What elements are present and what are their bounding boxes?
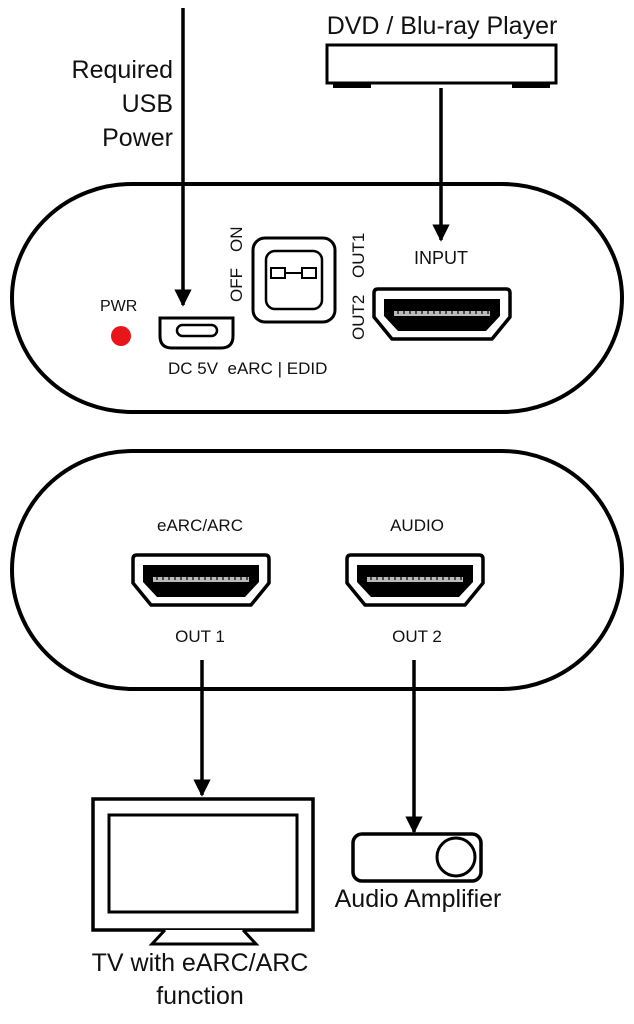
power-led [111, 326, 131, 346]
micro-usb-port [158, 316, 235, 350]
out1-top-label: eARC/ARC [157, 516, 243, 535]
svg-text:USB: USB [122, 90, 173, 118]
tv-icon [91, 797, 315, 946]
hdmi-out1-port [131, 553, 271, 607]
hdmi-out2-port [345, 553, 485, 607]
pwr-label: PWR [100, 298, 137, 315]
dvd-player-icon [325, 43, 558, 88]
switch-out1-label: OUT1 [349, 233, 368, 278]
svg-text:TV with eARC/ARC: TV with eARC/ARC [92, 949, 309, 977]
out2-bottom-label: OUT 2 [392, 627, 442, 646]
earc-edid-switch[interactable] [251, 236, 337, 324]
amplifier-label: Audio Amplifier [335, 885, 502, 913]
out2-top-label: AUDIO [390, 516, 444, 535]
hdmi-input-port [372, 287, 512, 341]
panel-bottom-label: DC 5V eARC | EDID [168, 359, 327, 378]
tv-label: TV with eARC/ARC function [92, 949, 309, 1010]
source-label: DVD / Blu-ray Player [327, 12, 558, 40]
input-label: INPUT [414, 248, 468, 268]
switch-out2-label: OUT2 [349, 295, 368, 340]
out1-bottom-label: OUT 1 [175, 627, 225, 646]
switch-off-label: OFF [227, 268, 246, 302]
svg-text:Required: Required [72, 56, 173, 84]
amplifier-icon [351, 832, 483, 883]
bottom-panel: eARC/ARC OUT 1 AUDIO OUT 2 [10, 449, 624, 691]
top-panel: PWR OFF ON OUT1 OUT2 INPUT DC 5V eARC | … [10, 182, 624, 414]
usb-power-label: Required USB Power [72, 56, 173, 152]
svg-text:function: function [156, 982, 244, 1010]
switch-on-label: ON [227, 227, 246, 253]
svg-text:Power: Power [102, 124, 173, 152]
